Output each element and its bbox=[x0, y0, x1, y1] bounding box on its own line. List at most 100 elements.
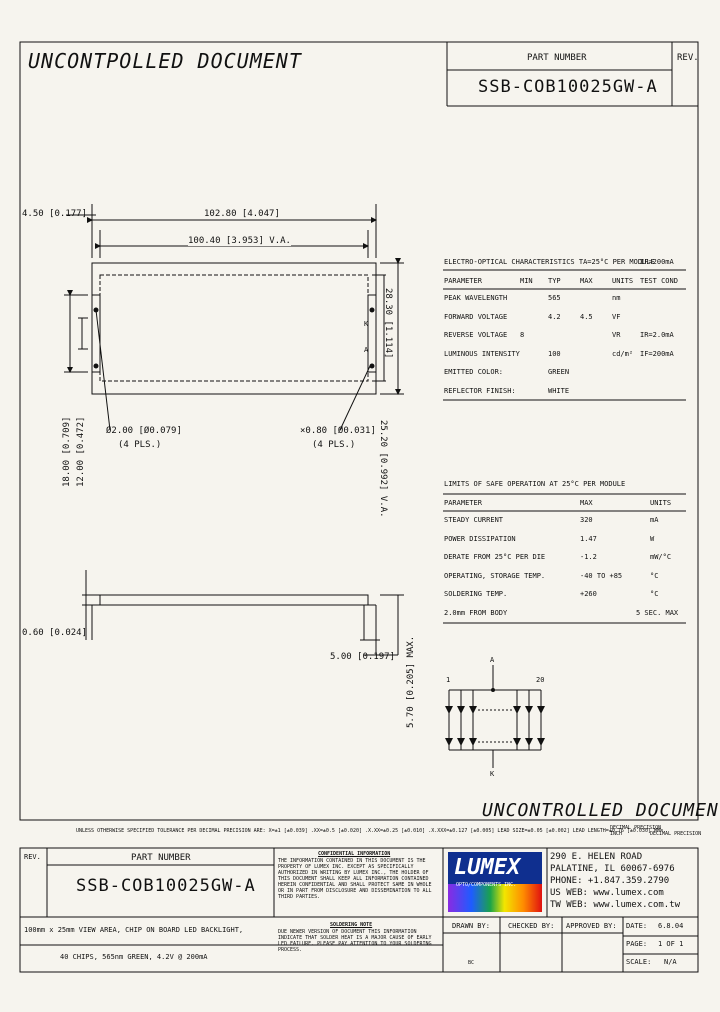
schematic-anode: A bbox=[490, 656, 495, 664]
decimal-precision-c: DECIMAL PRECISION bbox=[650, 831, 702, 837]
eo-cell: 4.5 bbox=[580, 312, 593, 321]
eo-cell: GREEN bbox=[548, 368, 570, 376]
description-line-1: 100mm x 25mm VIEW AREA, CHIP ON BOARD LE… bbox=[24, 926, 244, 934]
eo-header: MAX bbox=[580, 277, 593, 285]
eo-header: PARAMETER bbox=[444, 277, 482, 285]
eo-cell: REFLECTOR FINISH: bbox=[444, 386, 516, 395]
eo-cell: 100 bbox=[548, 349, 561, 358]
limits-cell: +260 bbox=[580, 590, 597, 598]
side-view bbox=[99, 594, 369, 606]
eo-cell: EMITTED COLOR: bbox=[444, 368, 504, 376]
eo-cell: IF=200mA bbox=[640, 349, 674, 358]
description-line-2: 40 CHIPS, 565nm GREEN, 4.2V @ 200mA bbox=[60, 953, 208, 961]
drawn-by-label: DRAWN BY: bbox=[452, 922, 490, 930]
scale-label: SCALE: bbox=[626, 958, 652, 966]
eo-header: UNITS bbox=[612, 277, 634, 285]
limits-cell: mA bbox=[650, 516, 659, 524]
limits-cell: °C bbox=[650, 590, 659, 598]
limits-cell: OPERATING, STORAGE TEMP. bbox=[444, 571, 546, 580]
drawn-by: BC bbox=[468, 960, 475, 966]
diode-array bbox=[445, 706, 545, 746]
dim-overall-width: 102.80 [4.047] bbox=[204, 209, 280, 219]
lumex-logo bbox=[448, 852, 542, 912]
footer-part-number-label: PART NUMBER bbox=[131, 853, 191, 863]
eo-header: TEST COND bbox=[640, 277, 678, 285]
limits-header: MAX bbox=[580, 499, 593, 507]
approved-by-label: APPROVED BY: bbox=[566, 922, 617, 930]
eo-cell: LUMINOUS INTENSITY bbox=[444, 349, 520, 358]
eo-cell: PEAK WAVELENGTH bbox=[444, 294, 508, 302]
eo-header: MIN bbox=[520, 277, 533, 285]
caution-title: SOLDERING NOTE bbox=[330, 922, 373, 928]
limits-cell: mW/°C bbox=[650, 553, 672, 561]
part-number: SSB-COB10025GW-A bbox=[478, 77, 658, 97]
dim-side-max: 5.70 [0.205] MAX. bbox=[406, 635, 416, 728]
decimal-precision-a: DECIMAL PRECISION bbox=[610, 825, 662, 831]
outer-border bbox=[19, 41, 699, 821]
decimal-precision-b: INCH bbox=[610, 831, 623, 837]
confidential-title: CONFIDENTIAL INFORMATION bbox=[318, 851, 391, 857]
address-line: US WEB: www.lumex.com bbox=[550, 888, 664, 898]
limits-cell: -40 TO +85 bbox=[580, 571, 623, 580]
dim-inner-height: 28.30 [1.114] bbox=[383, 288, 393, 359]
footer-rev-label: REV. bbox=[24, 853, 41, 861]
uncontrolled-stamp: UNCONTPOLLED DOCUMENT bbox=[28, 49, 302, 73]
dim-thickness: 0.60 [0.024] bbox=[22, 628, 88, 638]
eo-cell: cd/m² bbox=[612, 349, 634, 358]
dim-height-total: 18.00 [0.709] bbox=[62, 416, 72, 487]
address-line: PHONE: +1.847.359.2790 bbox=[550, 876, 670, 886]
eo-header: TYP bbox=[548, 277, 561, 285]
eo-table-cond: IF=200mA bbox=[640, 258, 674, 266]
eo-cell: WHITE bbox=[548, 386, 570, 395]
limits-header: UNITS bbox=[650, 499, 672, 507]
footer-part-number: SSB-COB10025GW-A bbox=[76, 876, 256, 896]
schematic-start: 1 bbox=[446, 676, 451, 684]
dim-pin-length: 5.00 [0.197] bbox=[330, 652, 396, 662]
eo-cell: VF bbox=[612, 312, 621, 321]
eo-cell: REVERSE VOLTAGE bbox=[444, 331, 508, 339]
limits-table-title: LIMITS OF SAFE OPERATION AT 25°C PER MOD… bbox=[444, 480, 626, 488]
dim-hole-small-qty: (4 PLS.) bbox=[312, 440, 356, 450]
tolerance-note: UNLESS OTHERWISE SPECIFIED TOLERANCE PER… bbox=[76, 828, 663, 834]
caution-text: DUE NEWER VERSION OF DOCUMENT THIS INFOR… bbox=[278, 929, 432, 953]
confidential-text: THE INFORMATION CONTAINED IN THIS DOCUME… bbox=[278, 858, 432, 900]
limits-cell: 2.0mm FROM BODY bbox=[444, 608, 508, 617]
date-label: DATE: bbox=[626, 922, 648, 930]
checked-by-label: CHECKED BY: bbox=[508, 922, 555, 930]
eo-cell: 8 bbox=[520, 331, 525, 339]
eo-cell: IR=2.0mA bbox=[640, 331, 674, 339]
pin-a-label: A bbox=[364, 346, 369, 354]
page: 1 OF 1 bbox=[658, 940, 684, 948]
pin-k-label: K bbox=[364, 320, 369, 328]
limits-cell: °C bbox=[650, 571, 659, 580]
eo-cell: nm bbox=[612, 294, 621, 302]
page-label: PAGE: bbox=[626, 940, 648, 948]
rev-label: REV. bbox=[677, 53, 699, 63]
eo-cell: 565 bbox=[548, 294, 561, 302]
module-outline bbox=[91, 262, 377, 395]
limits-cell: 1.47 bbox=[580, 534, 597, 543]
uncontrolled-stamp-footer: UNCONTROLLED DOCUMENT bbox=[482, 800, 720, 821]
limits-header: PARAMETER bbox=[444, 499, 482, 507]
eo-table-title: ELECTRO-OPTICAL CHARACTERISTICS TA=25°C … bbox=[444, 258, 655, 266]
address-line: 290 E. HELEN ROAD bbox=[550, 852, 643, 862]
eo-cell: FORWARD VOLTAGE bbox=[444, 312, 508, 321]
eo-cell: VR bbox=[612, 331, 621, 339]
limits-cell: DERATE FROM 25°C PER DIE bbox=[444, 553, 546, 561]
logo-tagline: OPTO/COMPONENTS INC. bbox=[456, 882, 517, 888]
dim-view-width: 100.40 [3.953] V.A. bbox=[188, 236, 291, 246]
dim-hole-large-qty: (4 PLS.) bbox=[118, 440, 162, 450]
eo-cell: 4.2 bbox=[548, 312, 561, 321]
logo-text: LUMEX bbox=[454, 855, 521, 880]
address-line: TW WEB: www.lumex.com.tw bbox=[550, 900, 681, 910]
part-number-label: PART NUMBER bbox=[527, 53, 587, 63]
limits-cell: W bbox=[650, 534, 655, 543]
limits-cell: SOLDERING TEMP. bbox=[444, 590, 508, 598]
dim-hole-large: Ø2.00 [Ø0.079] bbox=[106, 426, 182, 436]
limits-cell: 320 bbox=[580, 516, 593, 524]
limits-cell: 5 SEC. MAX bbox=[636, 608, 679, 617]
dim-left-offset: 4.50 [0.177] bbox=[22, 209, 88, 219]
dim-height-inner: 12.00 [0.472] bbox=[76, 416, 86, 487]
schematic-cathode: K bbox=[490, 770, 495, 778]
